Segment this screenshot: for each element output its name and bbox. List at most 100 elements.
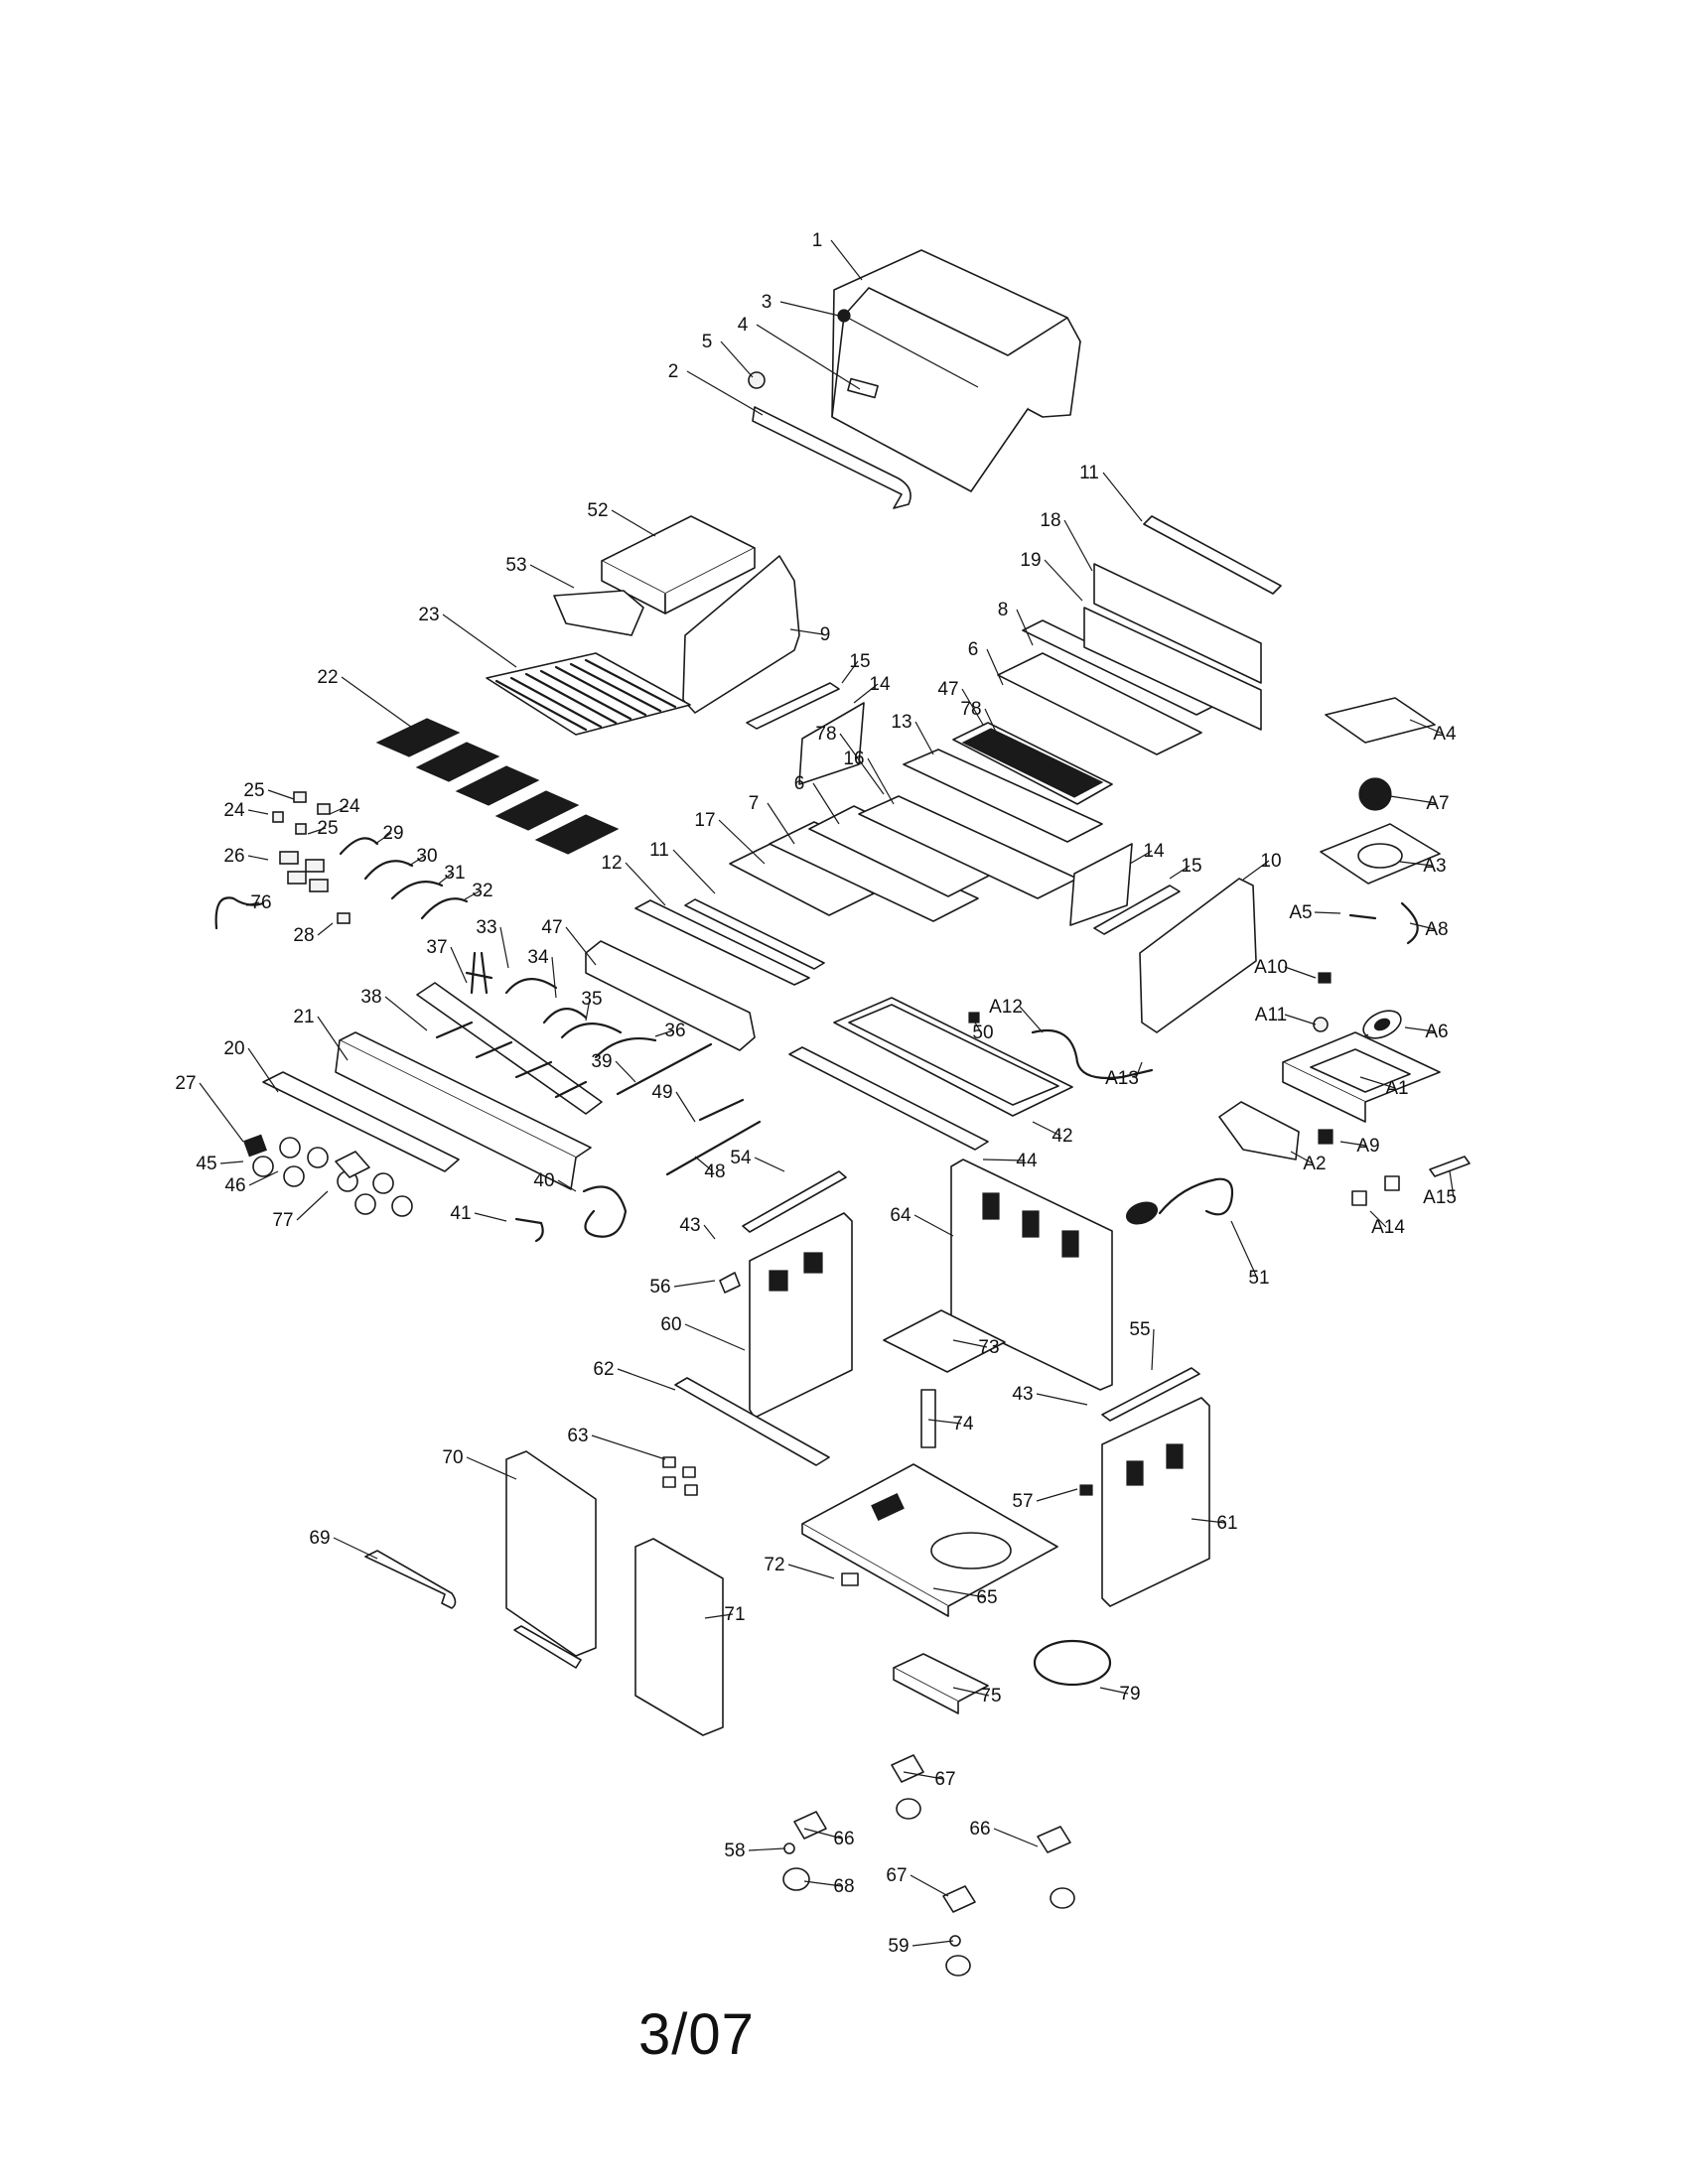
callout-leader (961, 688, 984, 726)
right-heat-shield (1069, 843, 1133, 926)
callout-label: 20 (223, 1038, 244, 1059)
left-bracket (746, 682, 840, 730)
callout-leader (557, 1179, 577, 1192)
callout-label: 64 (890, 1205, 912, 1226)
flavorizer-bars (375, 718, 620, 855)
heat-tent-7 (769, 821, 979, 922)
fitting-41 (514, 1217, 544, 1243)
callout-label: 11 (1079, 463, 1099, 483)
hood-lid (831, 249, 1081, 492)
callout-label: A15 (1423, 1187, 1457, 1208)
callout-label: 24 (223, 800, 245, 821)
callout-leader (830, 239, 863, 281)
callout-label: 15 (849, 651, 870, 672)
bottom-shelf-73 (883, 1309, 1006, 1373)
cabinet-rail-55 (1101, 1367, 1200, 1422)
callout-label: 78 (960, 699, 981, 720)
callout-leader (1409, 719, 1444, 735)
electrode-wire-30 (363, 860, 414, 881)
callout-leader (912, 1940, 954, 1947)
callout-leader (1036, 1393, 1088, 1406)
callout-leader (1032, 1121, 1061, 1137)
callout-label: 14 (869, 674, 891, 695)
door-handle-lower (513, 1625, 582, 1669)
callout-leader (247, 1047, 279, 1093)
callout-label: 1 (812, 230, 823, 251)
callout-leader (1099, 1687, 1129, 1695)
right-burner (952, 722, 1113, 805)
callout-leader (551, 956, 557, 999)
callout-leader (932, 1587, 986, 1598)
valve-A10 (1318, 972, 1332, 984)
diffuser-13 (903, 749, 1103, 843)
callout-label: 67 (934, 1769, 955, 1790)
callout-label: 41 (450, 1203, 471, 1224)
callout-leader (993, 1828, 1039, 1847)
callout-leader (1314, 911, 1341, 914)
callout-label: 37 (426, 937, 447, 958)
callout-label: 24 (339, 796, 360, 817)
callout-leader (1019, 1006, 1044, 1033)
callout-leader (617, 1368, 676, 1391)
callout-leader (317, 922, 334, 936)
electrode-wire-31 (390, 881, 444, 900)
callout-leader (464, 889, 482, 900)
callout-label: 79 (1119, 1684, 1140, 1705)
callout-leader (329, 805, 349, 815)
back-panel-18 (1093, 563, 1262, 684)
gas-hose-A12-A13 (1031, 1028, 1154, 1080)
right-cabinet-panel-61 (1101, 1397, 1210, 1607)
callout-label: 68 (833, 1876, 854, 1897)
firebox-tent-6-right (997, 652, 1202, 755)
regulator-hose-51 (1125, 1177, 1234, 1225)
wire-harness-37 (465, 951, 493, 995)
callout-label: 73 (978, 1337, 999, 1358)
callout-label: A5 (1289, 902, 1312, 923)
right-firebox-panel (1139, 878, 1257, 1033)
side-burner-A6 (1334, 1010, 1402, 1053)
callout-leader (803, 1828, 843, 1840)
callout-leader (1169, 865, 1191, 880)
callout-label: 10 (1260, 851, 1281, 872)
callout-label: 34 (527, 947, 549, 968)
callout-leader (952, 1687, 990, 1697)
callout-label: 11 (649, 840, 669, 861)
left-door-70 (505, 1450, 597, 1657)
wire-36 (594, 1036, 657, 1059)
callout-leader (974, 1022, 982, 1033)
callout-leader (307, 827, 327, 835)
callout-label: 38 (360, 987, 381, 1008)
callout-leader (1284, 1014, 1317, 1025)
callout-label: 36 (664, 1021, 685, 1041)
callout-label: 25 (317, 818, 338, 839)
callout-label: 52 (587, 500, 608, 521)
right-door-71 (634, 1538, 724, 1736)
callout-leader (245, 901, 260, 906)
callout-label: 47 (937, 679, 958, 700)
callout-label: 19 (1020, 550, 1041, 571)
callout-label: 7 (749, 793, 760, 814)
callout-leader (1284, 966, 1317, 979)
callout-label: 28 (293, 925, 314, 946)
clip-72 (841, 1572, 859, 1586)
callout-leader (812, 782, 840, 825)
callout-label: 26 (223, 846, 244, 867)
callout-leader (408, 855, 426, 867)
callout-label: 30 (416, 846, 437, 867)
callout-leader (789, 628, 824, 635)
callout-leader (1369, 1210, 1387, 1228)
callout-label: 77 (272, 1210, 293, 1231)
callout-leader (1230, 1220, 1258, 1279)
crossover-tube-49 (698, 1098, 745, 1122)
callout-label: 21 (293, 1007, 314, 1027)
callout-leader (474, 1212, 507, 1222)
callout-label: 8 (998, 600, 1009, 620)
callout-label: 40 (533, 1170, 554, 1191)
callout-label: 66 (969, 1819, 990, 1840)
callout-leader (499, 926, 509, 969)
wire-34 (542, 1008, 588, 1024)
base-rail-62 (674, 1377, 830, 1466)
callout-leader (1044, 559, 1083, 602)
warming-rack-bar (553, 590, 644, 636)
callout-leader (675, 1091, 696, 1123)
